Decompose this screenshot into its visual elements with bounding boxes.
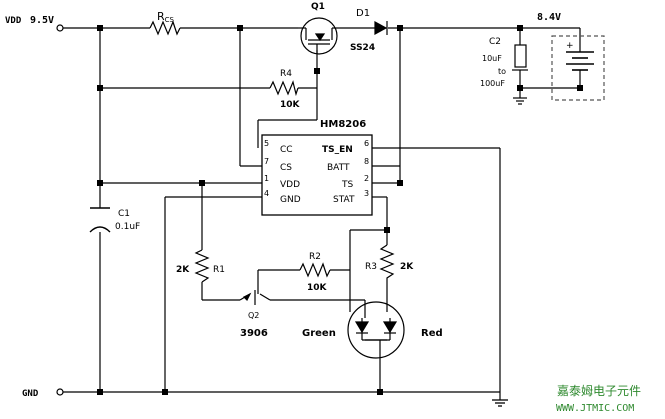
pin-num-8: 8 [364,157,369,166]
r1-label: R1 [213,265,225,275]
vdd-label: VDD [5,16,22,26]
q1-mosfet [298,17,340,55]
pin-name-batt: BATT [327,163,350,173]
vdd-terminal [56,24,64,32]
r1-value: 2K [176,265,190,275]
pin-name-ts-en: TS_EN [322,145,353,155]
c2-label: C2 [489,37,501,47]
rcs-label: RCS [157,10,175,24]
r2-label: R2 [309,252,321,262]
junction-dot [97,25,103,31]
pin-num-2: 2 [364,174,369,183]
pin-name-cc: CC [280,145,293,155]
pin-num-7: 7 [264,157,269,166]
junction-dot [397,25,403,31]
c1-capacitor [89,207,111,233]
d1-part: SS24 [350,43,375,53]
junction-dot [97,180,103,186]
q2-part: 3906 [240,328,268,339]
c2-capacitor [512,44,528,71]
r1-resistor [194,249,210,283]
led-red-label: Red [421,328,443,339]
vout-label: 8.4V [537,12,561,23]
pin-num-4: 4 [264,189,269,198]
pin-name-vdd: VDD [280,180,300,190]
battery-pack: + [551,35,605,101]
pin-num-6: 6 [364,139,369,148]
r3-label: R3 [365,262,377,272]
junction-dot [397,180,403,186]
svg-text:+: + [566,41,574,51]
r3-resistor [379,244,395,285]
hm8206-chip [261,134,373,216]
watermark-url: WWW.JTMIC.COM [556,403,634,414]
gnd-terminal [56,388,64,396]
pin-name-stat: STAT [333,195,355,205]
vdd-value: 9.5V [30,15,54,26]
junction-dot [199,180,205,186]
junction-dot [377,389,383,395]
pin-name-cs: CS [280,163,292,173]
gnd-label: GND [22,389,39,399]
r4-label: R4 [280,69,292,79]
led-green-label: Green [302,328,336,339]
led-package [347,301,405,359]
ground-symbol [492,399,508,407]
q2-label: Q2 [248,311,259,320]
d1-label: D1 [356,8,370,19]
c1-value: 0.1uF [115,222,140,232]
r2-resistor [299,262,331,278]
q1-label: Q1 [311,2,325,12]
junction-dot [314,68,320,74]
r4-value: 10K [280,100,301,110]
c2-value-b: 100uF [480,79,505,88]
junction-dot [97,389,103,395]
ic-name: HM8206 [320,119,366,130]
c2-to: to [498,67,506,76]
r4-resistor [269,80,299,97]
pin-name-gnd: GND [280,195,301,205]
junction-dot [237,25,243,31]
pin-name-ts: TS [341,180,353,190]
junction-dot [97,85,103,91]
c2-ground-symbol [513,97,527,105]
junction-dot [384,227,390,233]
junction-dot [162,389,168,395]
junction-dot [517,25,523,31]
r2-value: 10K [307,283,328,293]
q2-transistor [239,290,271,305]
c2-value-a: 10uF [482,54,502,63]
r3-value: 2K [400,262,414,272]
watermark-chinese: 嘉泰姆电子元件 [557,384,641,398]
junction-dot [517,85,523,91]
pin-num-3: 3 [364,189,369,198]
rcs-resistor [149,20,181,36]
c1-label: C1 [118,209,130,219]
d1-diode [374,20,388,36]
pin-num-1: 1 [264,174,269,183]
pin-num-5: 5 [264,139,269,148]
